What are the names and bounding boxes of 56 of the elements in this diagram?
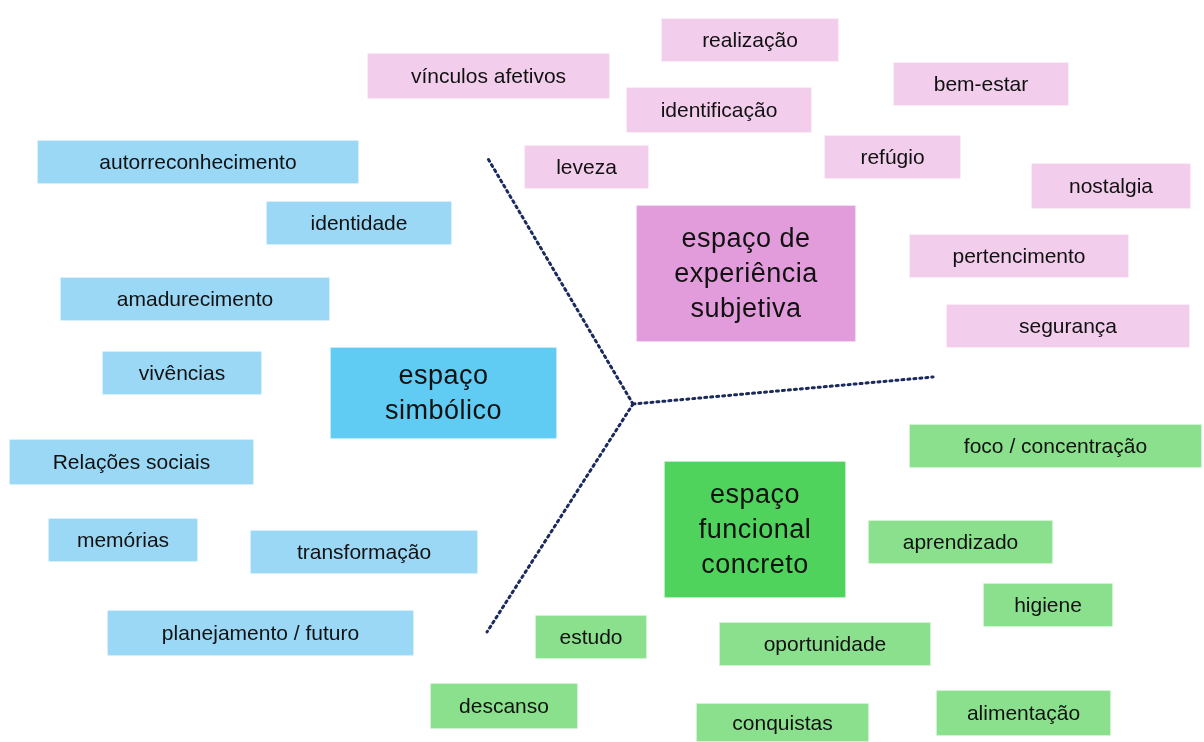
keyword-label: foco / concentração bbox=[963, 434, 1148, 458]
keyword-tag bbox=[60, 277, 330, 321]
keyword-tag bbox=[661, 18, 839, 62]
keyword-label: amadurecimento bbox=[116, 287, 274, 311]
keyword-label: refúgio bbox=[860, 145, 925, 169]
keyword-label: vivências bbox=[138, 361, 226, 385]
category-box bbox=[636, 205, 856, 342]
keyword-label: conquistas bbox=[732, 710, 833, 735]
keyword-label: memórias bbox=[76, 528, 170, 552]
keyword-tag bbox=[367, 53, 610, 99]
keyword-tag bbox=[37, 140, 359, 184]
keyword-tag bbox=[102, 351, 262, 395]
keyword-tag bbox=[1031, 163, 1191, 209]
keyword-label: leveza bbox=[556, 155, 617, 179]
category-title: espaço simbólico bbox=[383, 358, 503, 427]
keyword-label: estudo bbox=[559, 625, 623, 649]
keyword-tag bbox=[893, 62, 1069, 106]
keyword-tag bbox=[430, 683, 578, 729]
keyword-tag bbox=[936, 690, 1111, 736]
keyword-tag bbox=[48, 518, 198, 562]
keyword-label: higiene bbox=[1014, 593, 1082, 617]
keyword-tag bbox=[524, 145, 649, 189]
keyword-tag bbox=[868, 520, 1053, 564]
keyword-label: descanso bbox=[459, 694, 549, 718]
category-box bbox=[664, 461, 846, 598]
keyword-label: autorreconhecimento bbox=[99, 150, 297, 174]
keyword-label: planejamento / futuro bbox=[161, 621, 360, 645]
keyword-label: Relações sociais bbox=[52, 450, 211, 474]
keyword-label: vínculos afetivos bbox=[410, 64, 567, 88]
keyword-tag bbox=[946, 304, 1190, 348]
keyword-tag bbox=[535, 615, 647, 659]
keyword-tag bbox=[824, 135, 961, 179]
keyword-tag bbox=[909, 424, 1202, 468]
keyword-tag bbox=[107, 610, 414, 656]
category-box bbox=[330, 347, 557, 439]
keyword-label: oportunidade bbox=[763, 632, 887, 656]
keyword-tag bbox=[9, 439, 254, 485]
keyword-tag bbox=[626, 87, 812, 133]
keyword-label: pertencimento bbox=[952, 244, 1086, 268]
keyword-label: transformação bbox=[296, 540, 432, 564]
category-title: espaço de experiência subjetiva bbox=[673, 221, 819, 326]
keyword-tag bbox=[983, 583, 1113, 627]
keyword-label: alimentação bbox=[966, 701, 1081, 725]
keyword-tag bbox=[266, 201, 452, 245]
keyword-tag bbox=[909, 234, 1129, 278]
keyword-tag bbox=[250, 530, 478, 574]
keyword-label: nostalgia bbox=[1068, 174, 1154, 198]
keyword-tag bbox=[719, 622, 931, 666]
keyword-label: segurança bbox=[1018, 314, 1118, 338]
keyword-tag bbox=[696, 703, 869, 742]
keyword-label: aprendizado bbox=[902, 530, 1019, 554]
keyword-label: bem-estar bbox=[933, 72, 1029, 96]
keyword-label: identidade bbox=[310, 211, 408, 235]
keyword-label: realização bbox=[702, 28, 798, 52]
category-title: espaço funcional concreto bbox=[697, 477, 813, 582]
keyword-label: identificação bbox=[660, 98, 778, 122]
